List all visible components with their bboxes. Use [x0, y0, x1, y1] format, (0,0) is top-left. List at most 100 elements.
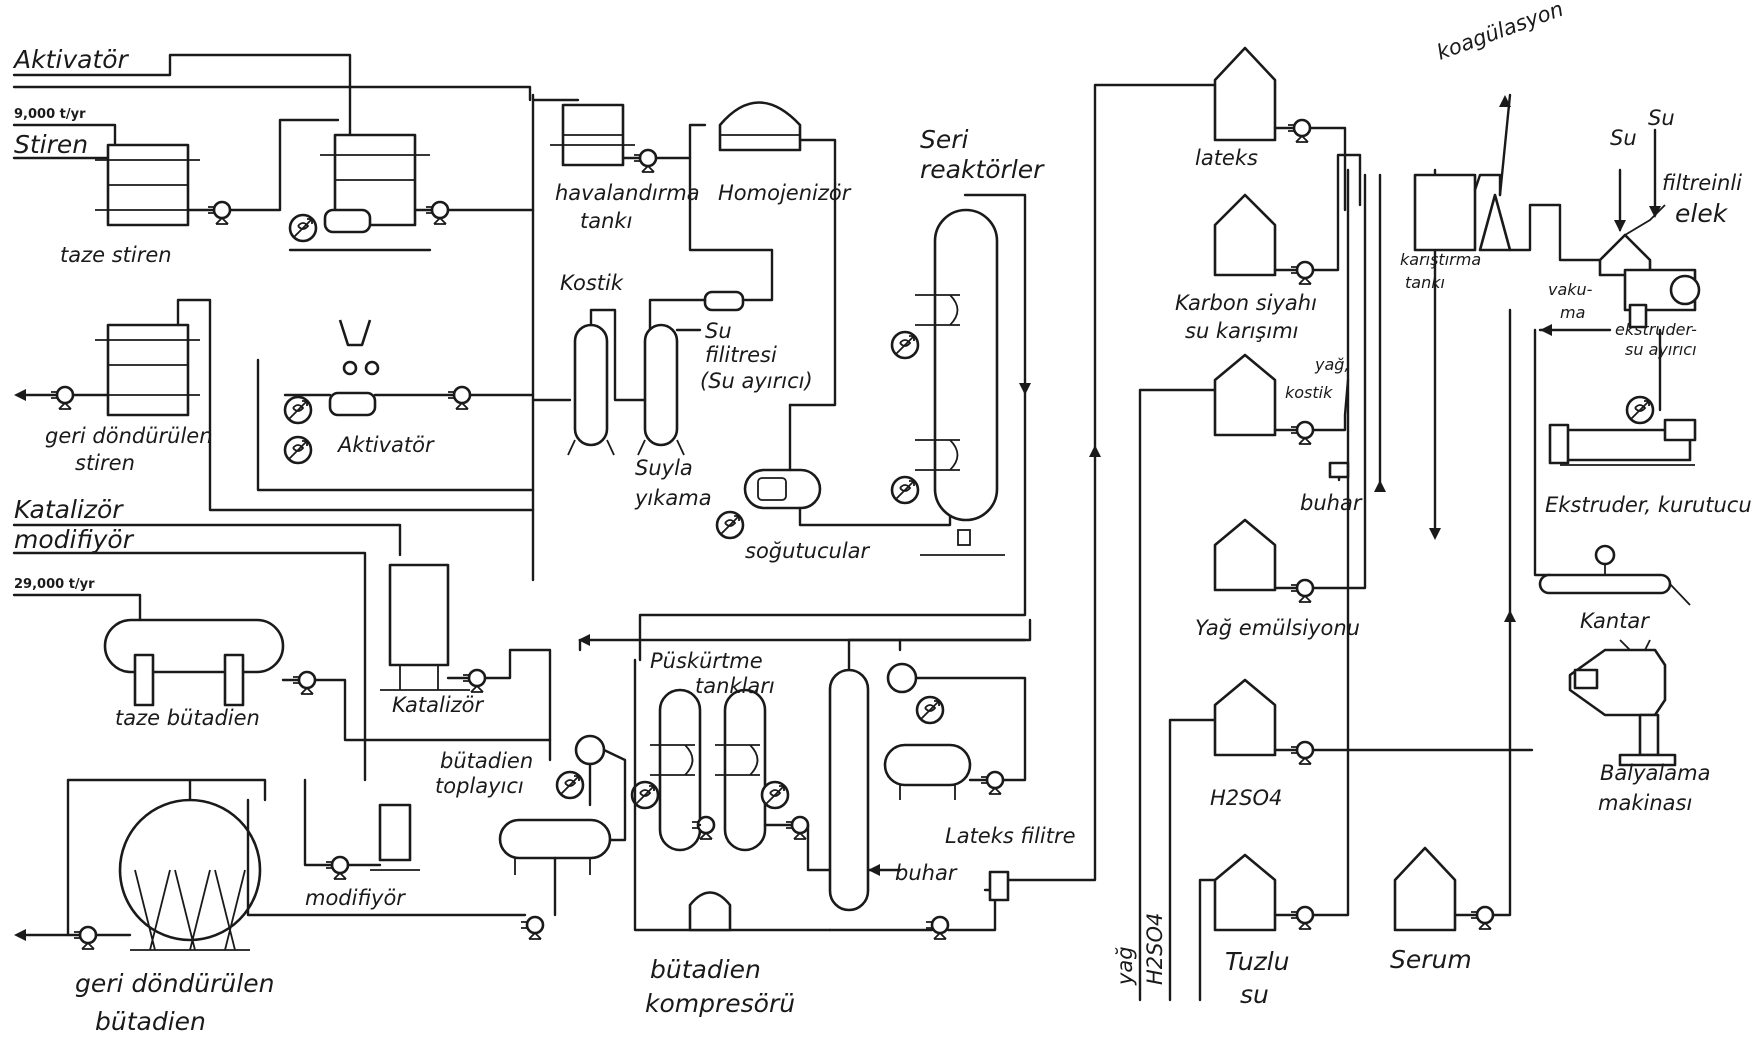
fresh-butadiene-tank	[105, 620, 283, 705]
recycled-styrene-pump	[51, 387, 73, 409]
label-mixing-tank-2: tankı	[1405, 273, 1445, 292]
label-steam-2: buhar	[1300, 491, 1363, 515]
aeration-tank	[550, 105, 635, 165]
activator-hx-3	[285, 437, 311, 463]
butadiene-compressor	[690, 893, 730, 931]
label-oil-caustic-2: kostik	[1285, 383, 1333, 402]
label-coagulation: koagülasyon	[1434, 0, 1567, 65]
activator-drum	[325, 210, 370, 232]
label-extruder-separator-2: su ayırıcı	[1625, 340, 1697, 359]
serum-pump	[1471, 907, 1493, 929]
label-aeration-2: tankı	[580, 209, 632, 233]
catalyst-pump	[463, 670, 485, 692]
label-carbon-black-2: su karışımı	[1185, 319, 1299, 343]
washing-columns	[568, 325, 684, 455]
label-butadiene-compressor-1: bütadien	[650, 955, 761, 984]
scale-conveyor	[1540, 546, 1690, 605]
recycled-butadiene-sphere	[120, 800, 260, 950]
label-modifier-tank: modifiyör	[305, 886, 406, 910]
label-catalyst-tank: Katalizör	[392, 693, 485, 717]
catalyst-tank	[380, 565, 470, 690]
series-reactor	[915, 210, 1005, 555]
styrene-pump	[208, 202, 230, 224]
collector-pump	[521, 917, 543, 939]
vacuum-pump	[888, 664, 916, 692]
label-catalyst-feed: Katalizör	[14, 495, 124, 524]
butadiene-pump	[293, 672, 315, 694]
water-filter	[705, 292, 743, 310]
mixing-tank	[1415, 175, 1510, 250]
label-butadiene-collector-1: bütadien	[440, 749, 533, 773]
label-butadiene-collector-2: toplayıcı	[435, 774, 524, 798]
activator-pump-1	[426, 202, 448, 224]
label-recycled-butadiene-1: geri döndürülen	[75, 969, 274, 998]
label-styrene-rate: 9,000 t/yr	[14, 107, 86, 122]
label-vacuum-1: vaku-	[1548, 280, 1593, 299]
carbon-black-pump	[1291, 262, 1313, 284]
label-coolers: soğutucular	[745, 539, 871, 563]
label-activator-tank: Aktivatör	[336, 433, 435, 457]
label-filtered-screen-2: elek	[1675, 199, 1729, 228]
activator-funnel	[340, 320, 378, 374]
label-serum: Serum	[1390, 945, 1472, 974]
label-fresh-butadiene: taze bütadien	[115, 706, 260, 730]
cooler-hx	[717, 512, 743, 538]
label-water-filter-3: (Su ayırıcı)	[700, 369, 813, 393]
latex-tank	[1215, 48, 1275, 140]
label-latex: lateks	[1195, 146, 1258, 170]
oil-caustic-tank	[1215, 355, 1275, 435]
text-labels: Aktivatör 9,000 t/yr Stiren taze stiren …	[12, 0, 1752, 1036]
label-recycled-butadiene-2: bütadien	[95, 1007, 206, 1036]
dryer-hx	[1627, 397, 1653, 423]
label-oil-emulsion: Yağ emülsiyonu	[1195, 616, 1360, 640]
salt-water-pump	[1291, 907, 1313, 929]
label-butadiene-compressor-2: kompresörü	[645, 989, 795, 1018]
salt-water-tank	[1215, 855, 1275, 930]
steam-heater	[1330, 463, 1348, 477]
reactor-hx-2	[892, 477, 918, 503]
modifier-tank	[370, 805, 420, 870]
activator-pump-2	[448, 387, 470, 409]
fresh-styrene-tank	[95, 145, 200, 225]
oil-caustic-pump	[1291, 422, 1313, 444]
label-styrene-feed: Stiren	[14, 130, 88, 159]
label-recycled-styrene-1: geri döndürülen	[45, 424, 213, 448]
label-oil-caustic-1: yağ,	[1314, 355, 1350, 374]
activator-tank-drum	[330, 393, 375, 415]
latex-tank-pump	[1288, 120, 1310, 142]
label-modifier-feed: modifiyör	[14, 525, 135, 554]
label-spray-tanks-2: tankları	[695, 674, 775, 698]
label-water-filter-1: Su	[705, 319, 732, 343]
latex-filter	[990, 872, 1008, 900]
label-spray-tanks-1: Püskürtme	[650, 649, 763, 673]
label-oil-vertical: yağ	[1113, 946, 1137, 986]
homogenizer	[720, 103, 800, 151]
stripping-column	[830, 670, 868, 910]
collector-hx	[557, 772, 583, 798]
label-h2so4-vertical: H2SO4	[1143, 913, 1167, 985]
spray-pump-2	[786, 817, 808, 839]
carbon-black-tank	[1215, 195, 1275, 275]
reactor-hx-1	[892, 332, 918, 358]
label-extruder-dryer: Ekstruder, kurutucu	[1545, 493, 1752, 517]
label-water-2: Su	[1648, 106, 1675, 130]
latex-pump	[926, 917, 948, 939]
label-recycled-styrene-2: stiren	[75, 451, 135, 475]
vacuum-hx	[917, 697, 943, 723]
label-water-filter-2: filitresi	[705, 343, 777, 367]
label-h2so4: H2SO4	[1210, 786, 1282, 810]
label-carbon-black-1: Karbon siyahı	[1175, 291, 1317, 315]
label-fresh-styrene: taze stiren	[60, 243, 172, 267]
label-butadiene-rate: 29,000 t/yr	[14, 577, 95, 592]
spray-hx-2	[762, 782, 788, 808]
label-steam-1: buhar	[895, 861, 958, 885]
oil-emulsion-tank	[1215, 520, 1275, 590]
label-water-1: Su	[1610, 126, 1637, 150]
serum-tank	[1395, 848, 1455, 930]
h2so4-pump	[1291, 742, 1313, 764]
aeration-pump	[634, 150, 656, 172]
label-homogenizer: Homojenizör	[718, 181, 852, 205]
h2so4-tank	[1215, 680, 1275, 755]
label-mixing-tank-1: karıştırma	[1400, 250, 1481, 269]
